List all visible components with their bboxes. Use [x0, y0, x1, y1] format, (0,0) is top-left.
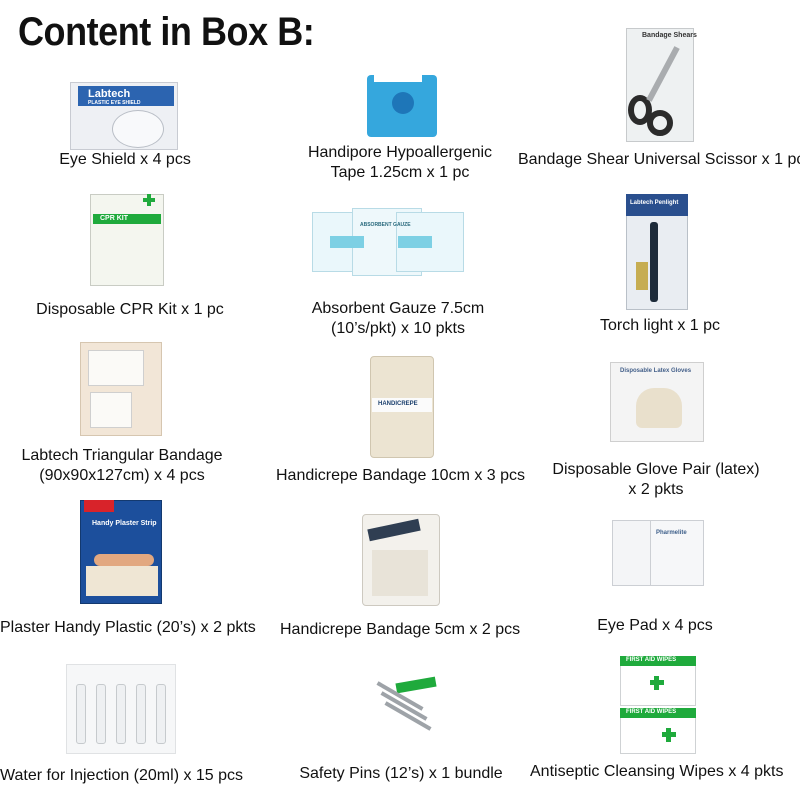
caption-line: Antiseptic Cleansing Wipes x 4 pkts	[530, 763, 784, 780]
caption-line: Eye Shield x 4 pcs	[59, 151, 191, 168]
caption-line: Eye Pad x 4 pcs	[597, 617, 713, 634]
caption-line: Water for Injection (20ml) x 15 pcs	[0, 767, 244, 784]
caption-line: Bandage Shear Universal Scissor x 1 pc	[518, 151, 800, 168]
caption-line: Tape 1.25cm x 1 pc	[330, 164, 470, 181]
caption-line: Absorbent Gauze 7.5cm	[311, 300, 485, 317]
caption-line: Plaster Handy Plastic (20’s) x 2 pkts	[0, 619, 256, 636]
caption-line: Safety Pins (12’s) x 1 bundle	[299, 765, 503, 782]
caption-line: (90x90x127cm) x 4 pcs	[39, 467, 205, 484]
caption-line: x 2 pkts	[628, 481, 684, 498]
caption-line: Disposable CPR Kit x 1 pc	[36, 301, 224, 318]
caption-line: Disposable Glove Pair (latex)	[552, 461, 760, 478]
caption-line: Handicrepe Bandage 10cm x 3 pcs	[276, 467, 526, 484]
caption-line: Handipore Hypoallergenic	[307, 144, 493, 161]
caption-line: Labtech Triangular Bandage	[21, 447, 223, 464]
caption-line: (10’s/pkt) x 10 pkts	[331, 320, 465, 337]
caption-line: Torch light x 1 pc	[599, 317, 721, 334]
caption-line: Handicrepe Bandage 5cm x 2 pcs	[280, 621, 521, 638]
page-title: Content in Box B:	[18, 10, 315, 54]
